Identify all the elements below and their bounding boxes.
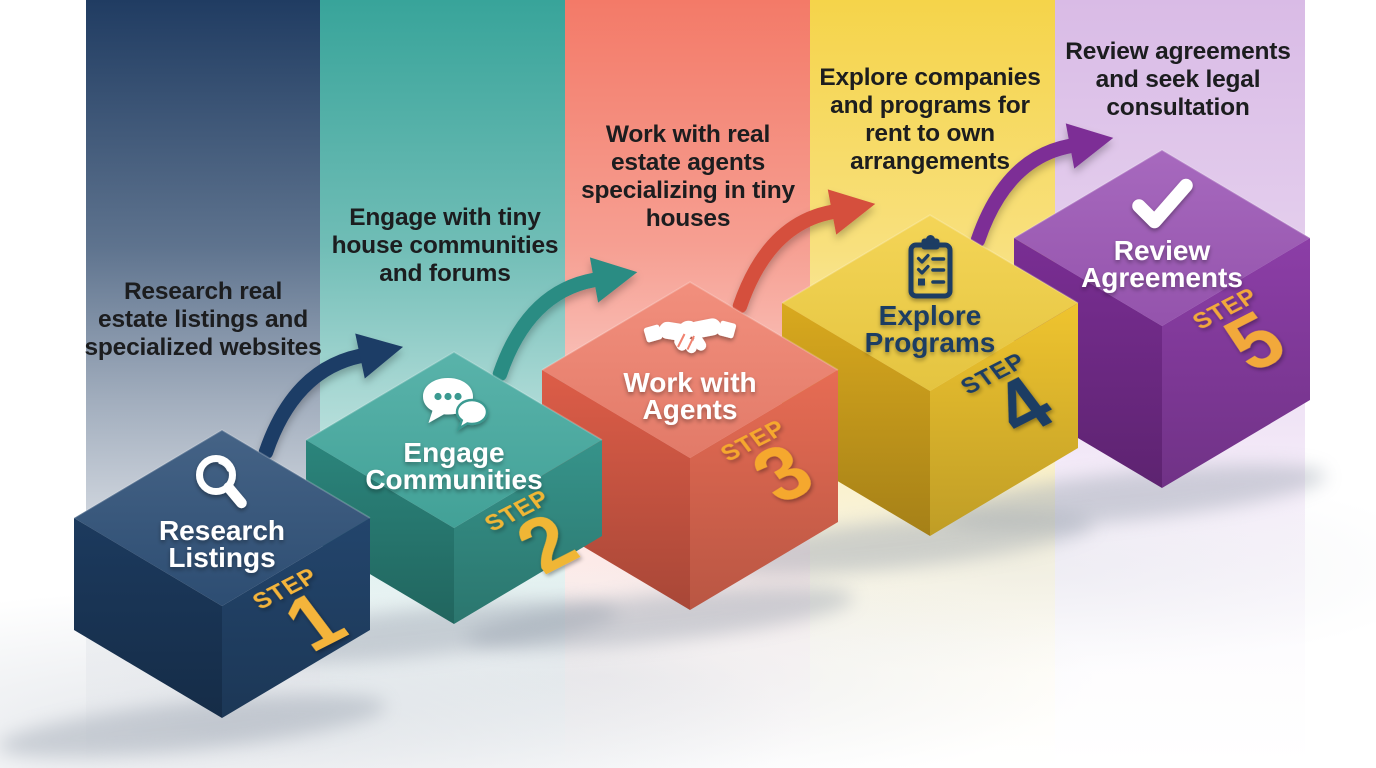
cube-shadow (706, 512, 1094, 576)
cube-edge-highlight (541, 281, 839, 371)
cube-right-face (1162, 238, 1310, 488)
desc-line: and programs for (830, 92, 1030, 119)
cube-label-line: Agreements (1081, 262, 1243, 293)
desc-line: houses (645, 205, 731, 232)
cube-shadow (466, 586, 854, 650)
desc-line: house communities (331, 232, 559, 259)
arrow-step4-to-step5 (970, 123, 1114, 248)
desc-line: Engage with tiny (349, 204, 541, 231)
arrowhead (589, 257, 638, 303)
cube-label-line: Programs (865, 327, 996, 358)
magnifier-icon (196, 455, 247, 509)
cube-label-line: Engage (403, 437, 504, 468)
arrowhead (355, 333, 404, 379)
desc-line: and seek legal (1095, 66, 1261, 93)
desc-line: arrangements (850, 148, 1010, 175)
desc-line: Work with real (605, 121, 771, 148)
cube-left-face (306, 440, 454, 624)
cube-edge-highlight (1013, 149, 1311, 239)
clipboard-icon (908, 235, 953, 299)
desc-line: Explore companies (819, 64, 1041, 91)
check-icon (1132, 178, 1193, 229)
desc-line: specialized websites (84, 334, 322, 361)
desc-line: specializing in tiny (581, 177, 795, 204)
cube-shadow (0, 694, 386, 758)
desc-line: Research real (123, 278, 283, 305)
cube-left-face (74, 518, 222, 718)
cube-right-face (454, 440, 602, 624)
desc-line: and forums (379, 260, 511, 287)
cube-label-line: Review (1114, 235, 1211, 266)
desc-line: consultation (1106, 94, 1250, 121)
arrowhead (827, 189, 876, 235)
desc-line: estate listings and (98, 306, 308, 333)
cube-shadow (938, 464, 1326, 528)
cube-right-face (930, 303, 1078, 536)
cube-edge-highlight (305, 351, 603, 441)
cube-label-line: Research (159, 515, 285, 546)
arrow-step1-to-step2 (258, 333, 404, 460)
cube-label-line: Agents (643, 394, 738, 425)
cube-right-face (222, 518, 370, 718)
desc-line: rent to own (865, 120, 995, 147)
arrow-step3-to-step4 (732, 189, 876, 314)
cube-edge-highlight (73, 429, 371, 519)
cube-edge-highlight (781, 214, 1079, 304)
arrowhead (1065, 123, 1114, 169)
chat-bubbles-icon (423, 378, 489, 432)
desc-line: estate agents (611, 149, 765, 176)
cube-label-line: Listings (168, 542, 275, 573)
desc-line: Review agreements (1065, 38, 1291, 65)
handshake-icon (643, 318, 737, 354)
cube-right-face (690, 370, 838, 610)
arrow-step2-to-step3 (492, 257, 638, 382)
cube-label-line: Explore (879, 300, 982, 331)
cube-label-line: Communities (365, 464, 542, 495)
cube-label-line: Work with (623, 367, 756, 398)
